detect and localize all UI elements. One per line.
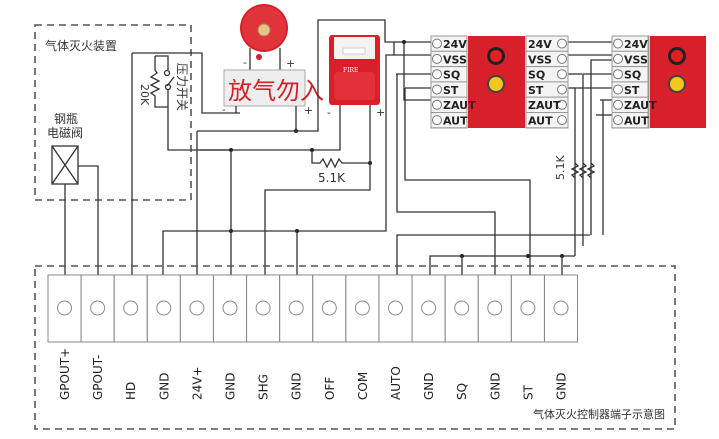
alarm-bell-icon [240,4,288,60]
solenoid-label-1: 钢瓶 [54,112,78,126]
controller-terminal[interactable]: GND [477,274,512,400]
module-terminal[interactable]: VSS [525,50,569,68]
module-terminal-label: AUT [624,115,649,128]
module-terminal[interactable]: ZAUT [611,96,657,113]
svg-text:-: - [327,106,331,119]
controller-terminal[interactable]: GND [544,274,578,400]
controller-terminal-label: GPOUT+ [58,348,72,400]
controller-terminal-label: GND [488,372,502,400]
controller-terminal[interactable]: HD [113,274,148,400]
controller-terminal[interactable]: ST [510,274,545,400]
solenoid-valve-icon [51,145,79,185]
controller-terminal[interactable]: AUTO [378,274,413,400]
module-terminal-label: VSS [443,53,467,66]
module-terminal[interactable]: 24V [430,35,468,52]
controller-terminal-label: ST [521,384,535,400]
module-terminal[interactable]: 24V [525,35,569,52]
pressure-switch-icon [131,52,240,151]
controller-terminal[interactable]: GND [146,274,181,400]
controller-terminal-label: COM [356,372,370,400]
module-terminal[interactable]: AUT [430,112,468,129]
resistor-5k1-label: 5.1K [318,171,346,185]
controller-terminal-label: SHG [257,374,271,400]
gas-device-box [34,24,192,201]
module-terminal-label: VSS [528,53,552,66]
controller-terminal[interactable]: GND [279,274,314,400]
controller-terminal-label: GND [224,372,238,400]
gas-device-title: 气体灭火装置 [45,38,117,53]
controller-terminal-label: GND [290,372,304,400]
module-terminal[interactable]: 24V [611,35,649,52]
controller-terminal-label: GND [555,372,569,400]
module-terminal-label: ST [624,84,640,97]
controller-terminal[interactable]: GPOUT- [80,274,115,400]
controller-terminal[interactable]: OFF [312,274,347,400]
controller-terminal-label: GPOUT- [91,355,105,400]
pressure-switch-label: 压力开关 [175,63,189,111]
module-terminal[interactable]: ZAUT [430,96,476,113]
module-terminal-label: 24V [528,38,552,51]
controller-terminal[interactable]: GND [213,274,247,400]
module-terminal-label: ST [528,84,544,97]
module-terminal[interactable]: SQ [430,66,468,83]
module-terminal-label: SQ [624,69,641,82]
svg-text:+: + [286,57,295,70]
module-terminal[interactable]: AUT [611,112,649,129]
module-terminal[interactable]: ST [611,81,649,98]
controller-terminal[interactable]: COM [345,274,380,400]
controller-terminal[interactable]: SQ [444,274,479,400]
module-terminal[interactable]: VSS [430,50,468,68]
module-terminal[interactable]: ST [430,81,468,98]
module-terminal[interactable]: VSS [611,50,649,68]
module-terminal[interactable]: ST [525,81,569,98]
controller-terminal-label: GND [422,372,436,400]
controller-caption: 气体灭火控制器端子示意图 [533,407,665,421]
resistor-20k-label: 20K [138,84,151,106]
fire-strobe-icon [329,35,380,105]
module-terminal-label: SQ [528,69,545,82]
resistor-array-icon [570,162,596,179]
module-terminal-label: SQ [443,69,460,82]
controller-terminal-label: GND [157,372,171,400]
controller-terminal-label: HD [124,382,138,400]
controller-terminal[interactable]: SHG [246,274,281,400]
module-terminal-label: ZAUT [528,99,561,112]
module-terminal[interactable]: AUT [525,112,569,129]
no-entry-sign [223,69,306,107]
controller-box [34,265,676,430]
module-terminal-label: AUT [443,115,468,128]
module-terminal[interactable]: SQ [611,66,649,83]
solenoid-label-2: 电磁阀 [47,125,83,140]
module-terminal-label: ST [443,84,459,97]
module-terminal[interactable]: ZAUT [525,96,569,113]
no-entry-sign-text: 放气勿入 [228,77,324,105]
module-terminal-label: ZAUT [624,99,657,112]
controller-terminal[interactable]: 24V+ [179,274,214,400]
module-terminal[interactable]: SQ [525,66,569,83]
svg-text:FIRE: FIRE [343,67,358,74]
controller-terminal-label: OFF [323,377,337,400]
module-terminal-label: 24V [624,38,648,51]
controller-terminal[interactable]: GPOUT+ [47,274,82,400]
resistor-right-label: 5.1K [554,155,567,180]
module-terminal-label: VSS [624,53,648,66]
module-terminal-label: AUT [528,115,553,128]
controller-terminal-label: AUTO [389,366,403,400]
svg-text:+: + [304,104,313,117]
svg-text:-: - [222,105,226,116]
svg-text:-: - [243,56,247,69]
module-terminal-label: 24V [443,38,467,51]
svg-text:+: + [376,106,385,119]
controller-terminal-label: 24V+ [190,366,204,400]
module-terminal-label: ZAUT [443,99,476,112]
controller-terminal[interactable]: GND [411,274,446,400]
controller-terminal-label: SQ [455,383,469,400]
